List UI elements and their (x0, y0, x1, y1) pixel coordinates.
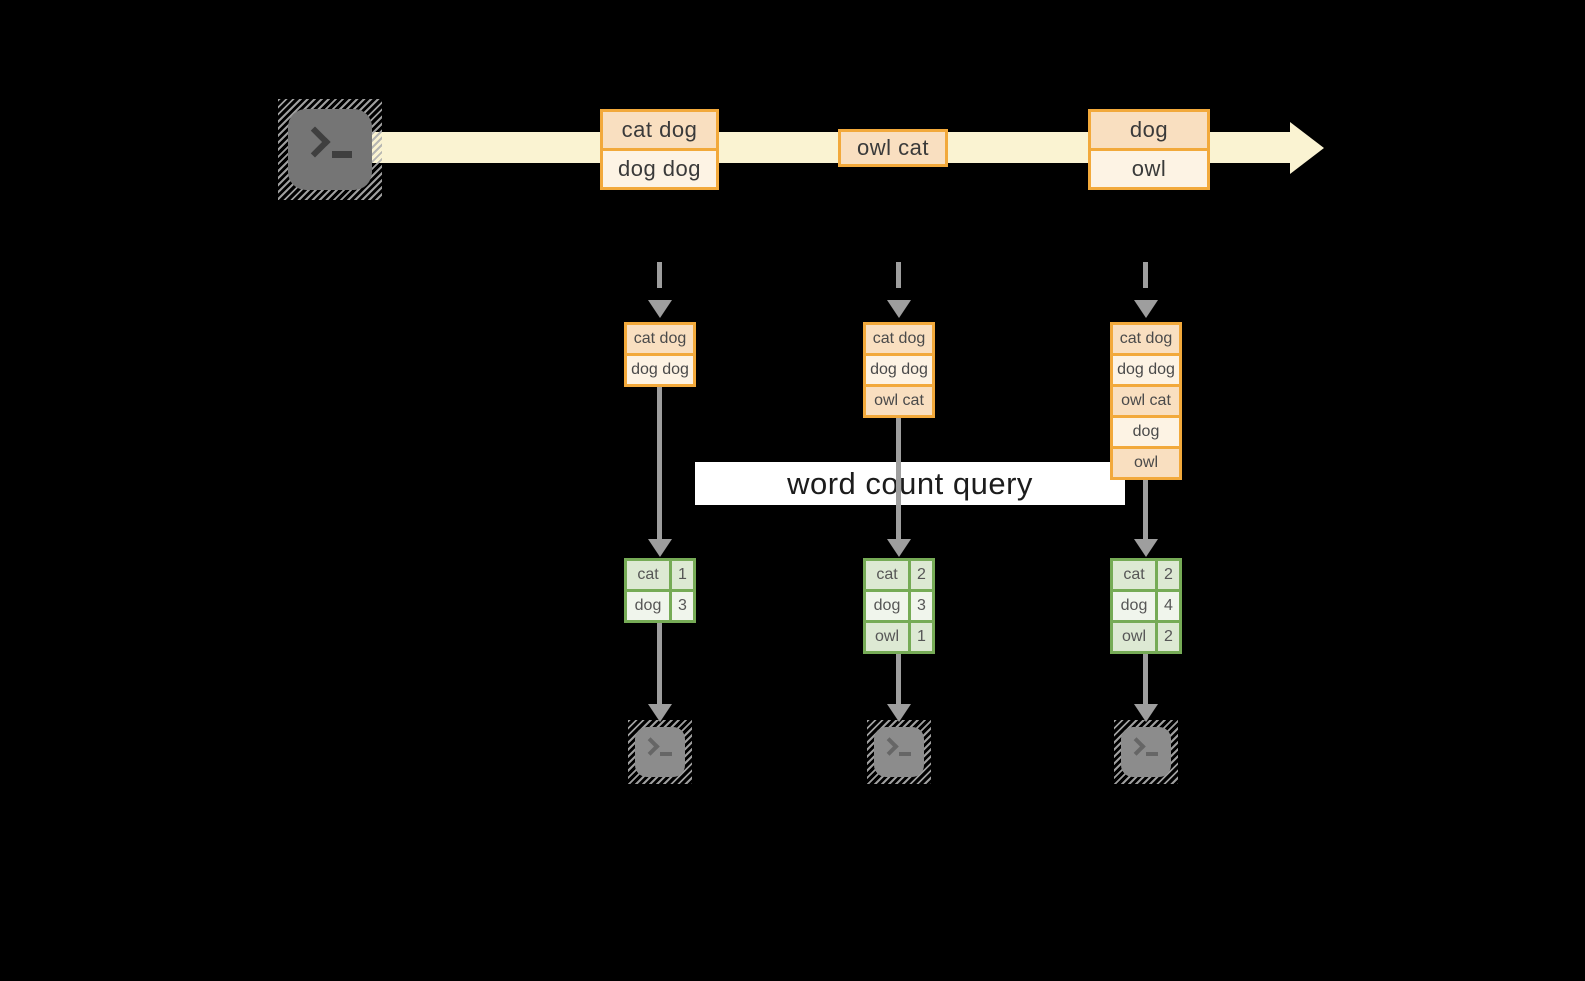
count-cell: 2 (1155, 561, 1179, 589)
count-table-2: cat 2 dog 3 owl 1 (863, 558, 935, 654)
event-line: owl (1091, 148, 1207, 187)
state-line: owl cat (866, 384, 932, 415)
arrow-line (657, 387, 662, 539)
state-line: owl (1113, 446, 1179, 477)
event-line: cat dog (603, 112, 716, 148)
event-line: dog dog (603, 148, 716, 187)
arrow-line (896, 654, 901, 704)
state-line: dog dog (1113, 353, 1179, 384)
word-cell: dog (1120, 597, 1148, 614)
word-cell: cat (876, 566, 898, 583)
count-row: dog 4 (1113, 589, 1179, 620)
word-cell: cat (637, 566, 659, 583)
state-box-1: cat dog dog dog (624, 322, 696, 387)
prompt-chevron-icon (299, 126, 331, 158)
count-cell: 2 (1155, 623, 1179, 651)
arrow-line (657, 623, 662, 704)
state-line: cat dog (866, 325, 932, 353)
count-row: cat 2 (866, 561, 932, 589)
dashed-arrow-line (1143, 262, 1148, 300)
arrowhead (1134, 704, 1158, 722)
event-line: dog (1091, 112, 1207, 148)
dashed-arrowhead (1134, 300, 1158, 318)
dashed-arrow-line (657, 262, 662, 300)
state-line: dog dog (866, 353, 932, 384)
state-line: dog (1113, 415, 1179, 446)
word-cell: owl (1121, 628, 1146, 645)
count-row: cat 2 (1113, 561, 1179, 589)
arrow-line (1143, 477, 1148, 539)
prompt-underscore-icon (332, 151, 352, 158)
stream-arrowhead (1290, 122, 1324, 174)
count-cell: 4 (1155, 592, 1179, 620)
dashed-arrow-line (896, 262, 901, 300)
prompt-underscore-icon (660, 752, 672, 756)
prompt-underscore-icon (1146, 752, 1158, 756)
terminal-icon (867, 720, 931, 784)
event-box-1: cat dog dog dog (600, 109, 719, 190)
count-cell: 1 (669, 561, 693, 589)
prompt-chevron-icon (641, 737, 660, 756)
arrowhead (887, 539, 911, 557)
state-line: owl cat (1113, 384, 1179, 415)
terminal-icon (278, 99, 382, 200)
query-banner: word count query (695, 462, 1125, 505)
terminal-body (288, 109, 372, 190)
arrow-line (896, 418, 901, 539)
arrow-line (1143, 654, 1148, 704)
count-row: owl 1 (866, 620, 932, 651)
terminal-icon (628, 720, 692, 784)
state-box-3: cat dog dog dog owl cat dog owl (1110, 322, 1182, 480)
dashed-arrowhead (887, 300, 911, 318)
prompt-underscore-icon (899, 752, 911, 756)
terminal-body (874, 727, 924, 777)
state-line: dog dog (627, 353, 693, 384)
count-cell: 3 (908, 592, 932, 620)
terminal-body (635, 727, 685, 777)
word-cell: dog (634, 597, 662, 614)
dashed-arrowhead (648, 300, 672, 318)
word-cell: owl (874, 628, 899, 645)
prompt-chevron-icon (1127, 737, 1146, 756)
state-box-2: cat dog dog dog owl cat (863, 322, 935, 418)
event-line: owl cat (841, 132, 945, 164)
count-row: cat 1 (627, 561, 693, 589)
arrowhead (648, 704, 672, 722)
word-cell: cat (1123, 566, 1145, 583)
count-cell: 2 (908, 561, 932, 589)
event-box-2: owl cat (838, 129, 948, 167)
prompt-chevron-icon (880, 737, 899, 756)
arrowhead (1134, 539, 1158, 557)
count-cell: 3 (669, 592, 693, 620)
state-line: cat dog (1113, 325, 1179, 353)
word-cell: dog (873, 597, 901, 614)
state-line: cat dog (627, 325, 693, 353)
terminal-body (1121, 727, 1171, 777)
arrowhead (887, 704, 911, 722)
terminal-icon (1114, 720, 1178, 784)
count-row: owl 2 (1113, 620, 1179, 651)
count-table-3: cat 2 dog 4 owl 2 (1110, 558, 1182, 654)
count-row: dog 3 (866, 589, 932, 620)
count-cell: 1 (908, 623, 932, 651)
count-row: dog 3 (627, 589, 693, 620)
count-table-1: cat 1 dog 3 (624, 558, 696, 623)
arrowhead (648, 539, 672, 557)
event-box-3: dog owl (1088, 109, 1210, 190)
